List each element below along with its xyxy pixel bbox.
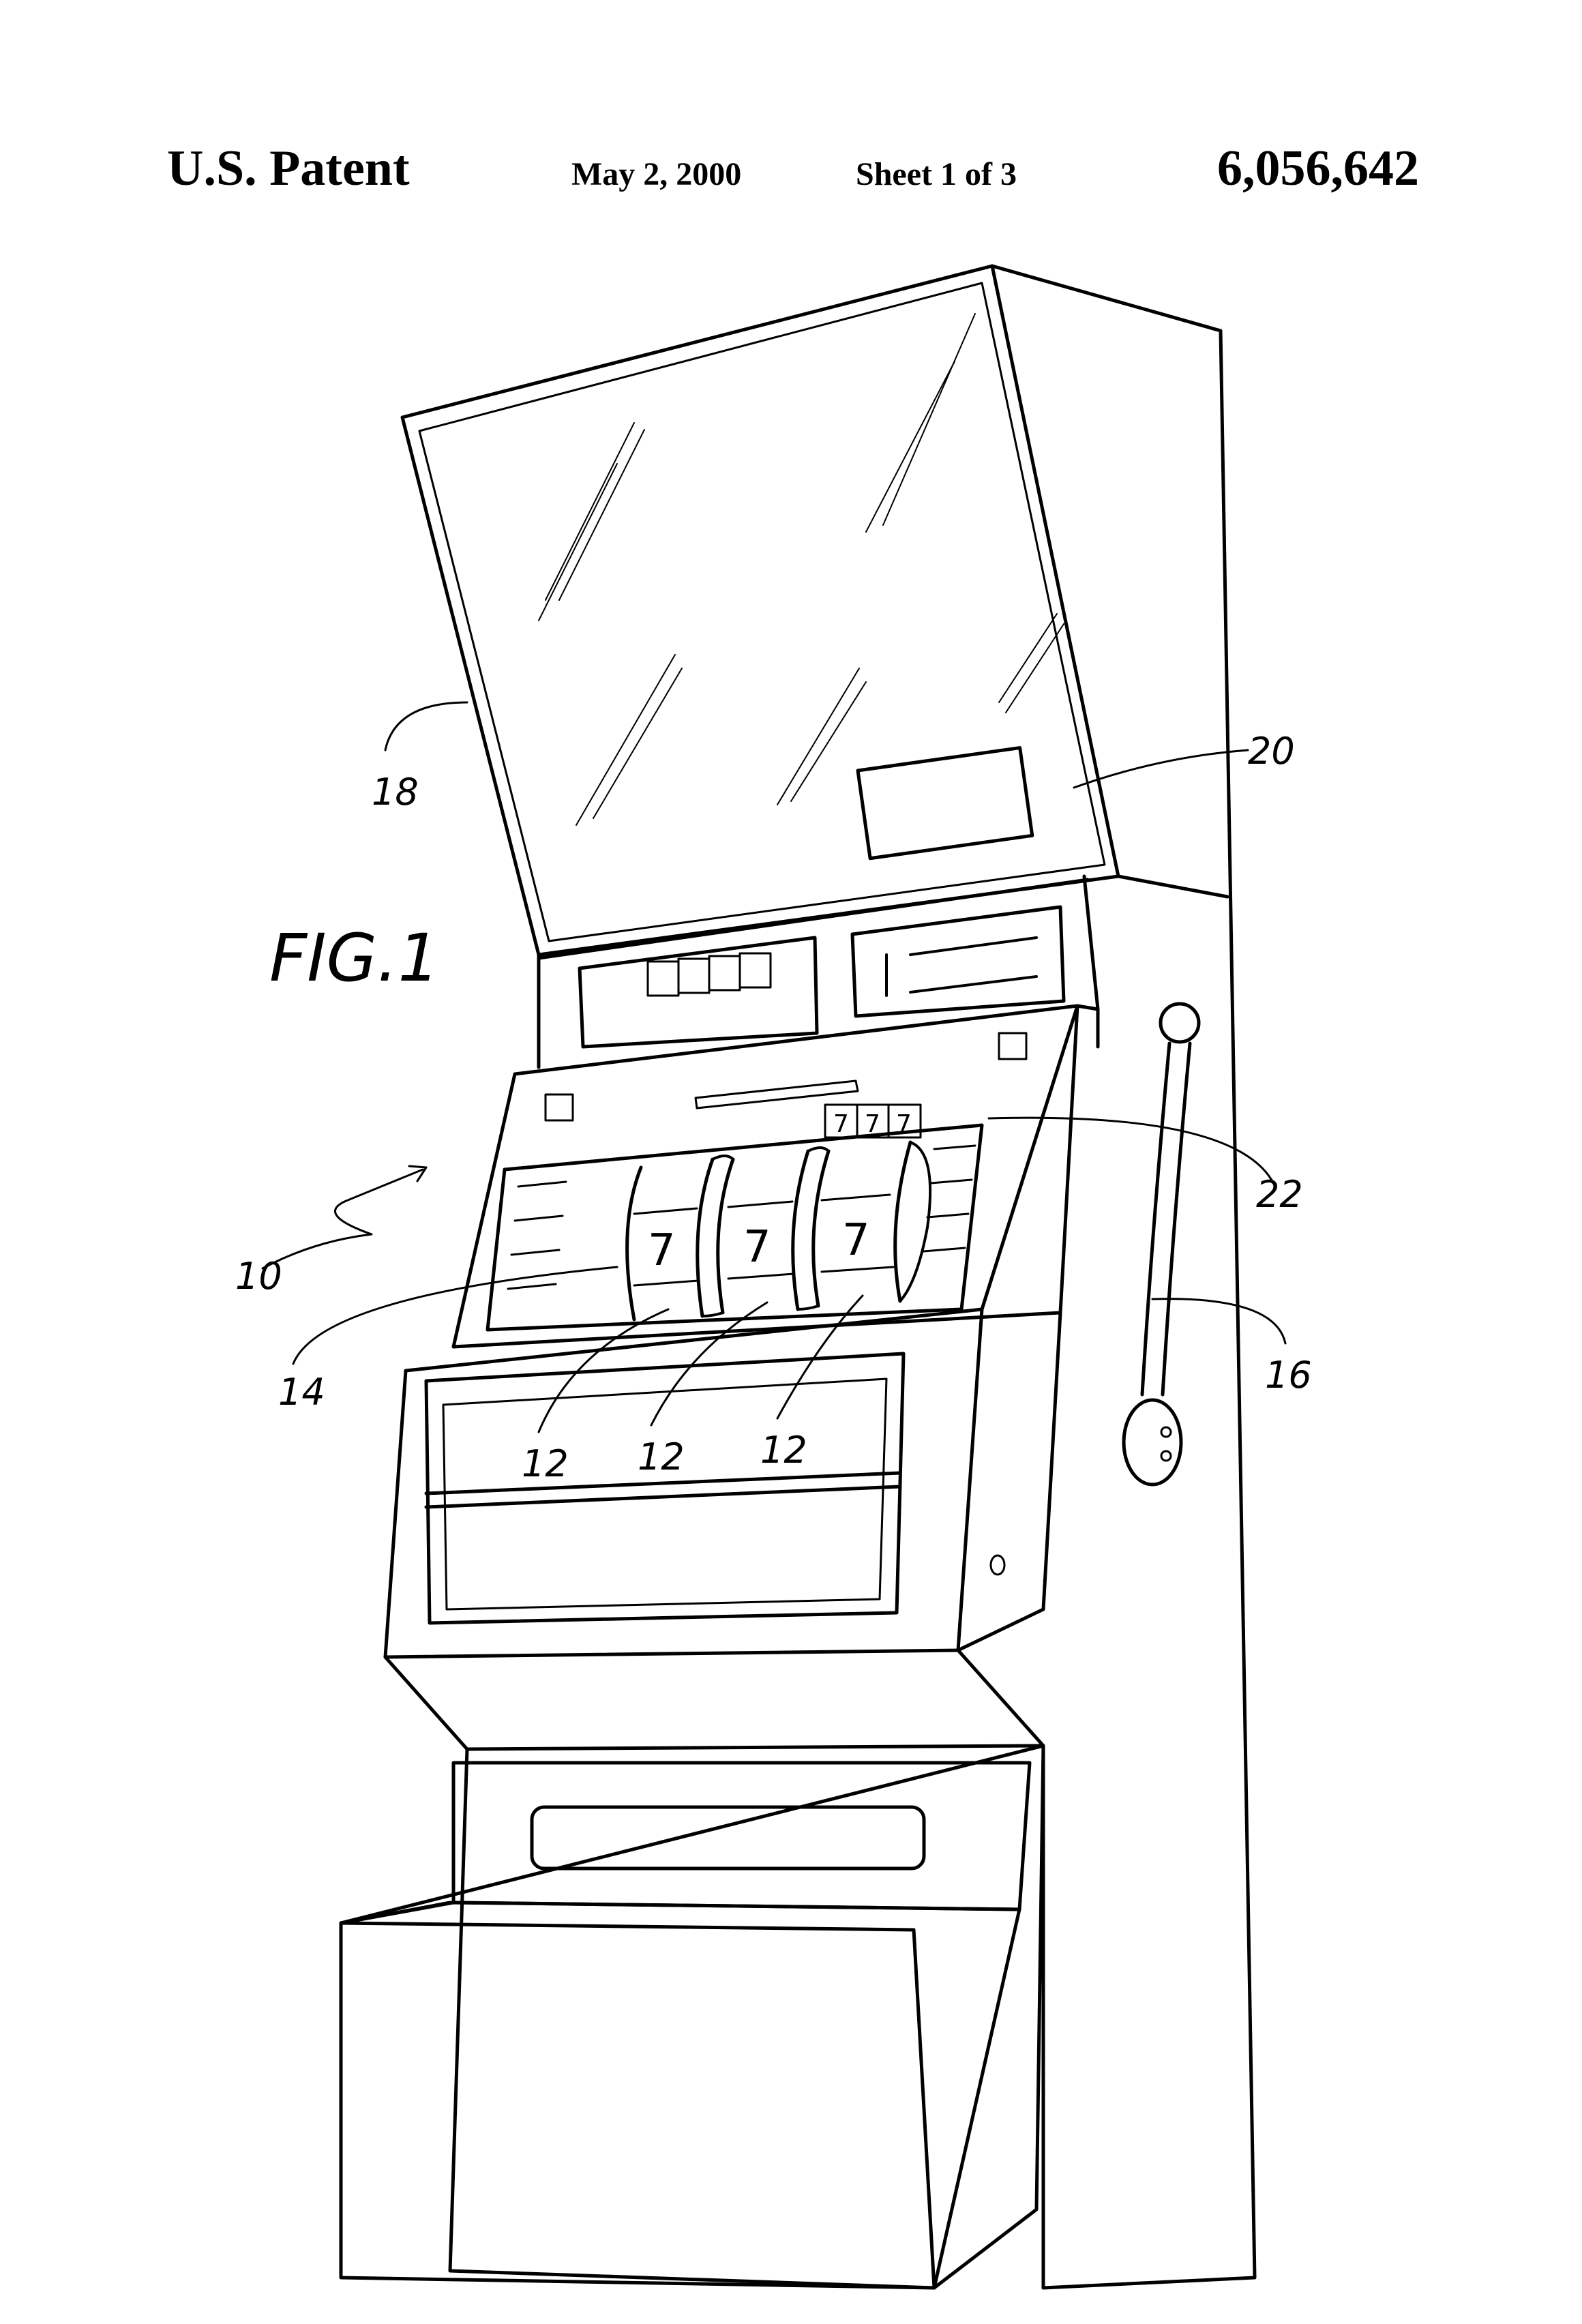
- reel-cabinet: 7 7 7 7 7: [453, 1006, 1098, 1347]
- figure-title: FIG.1: [269, 920, 440, 996]
- ref-label-12a: 12: [522, 1442, 569, 1485]
- ref-label-12c: 12: [760, 1429, 807, 1472]
- ref-label-12b: 12: [638, 1435, 685, 1478]
- reel-symbol-3: 7: [842, 1215, 870, 1266]
- ref-label-10: 10: [235, 1255, 282, 1298]
- ref-label-22: 22: [1256, 1173, 1303, 1216]
- ref-label-16: 16: [1265, 1354, 1312, 1397]
- display-panel: [858, 748, 1032, 859]
- ref-label-18: 18: [372, 771, 419, 814]
- ref-label-20: 20: [1248, 730, 1295, 773]
- indicator-symbol-1: 7: [833, 1110, 849, 1138]
- cabinet-base: [341, 1650, 1043, 2288]
- reel-symbol-2: 7: [743, 1222, 771, 1272]
- reel-1: 7: [627, 1159, 713, 1320]
- reel-3: 7: [814, 1142, 910, 1306]
- cabinet-side: [992, 266, 1255, 2288]
- handle: [1124, 1004, 1199, 1485]
- reel-symbol-1: 7: [648, 1225, 676, 1276]
- ref-label-14: 14: [278, 1371, 325, 1414]
- reel-2: 7: [718, 1151, 808, 1313]
- top-display: [402, 266, 1118, 955]
